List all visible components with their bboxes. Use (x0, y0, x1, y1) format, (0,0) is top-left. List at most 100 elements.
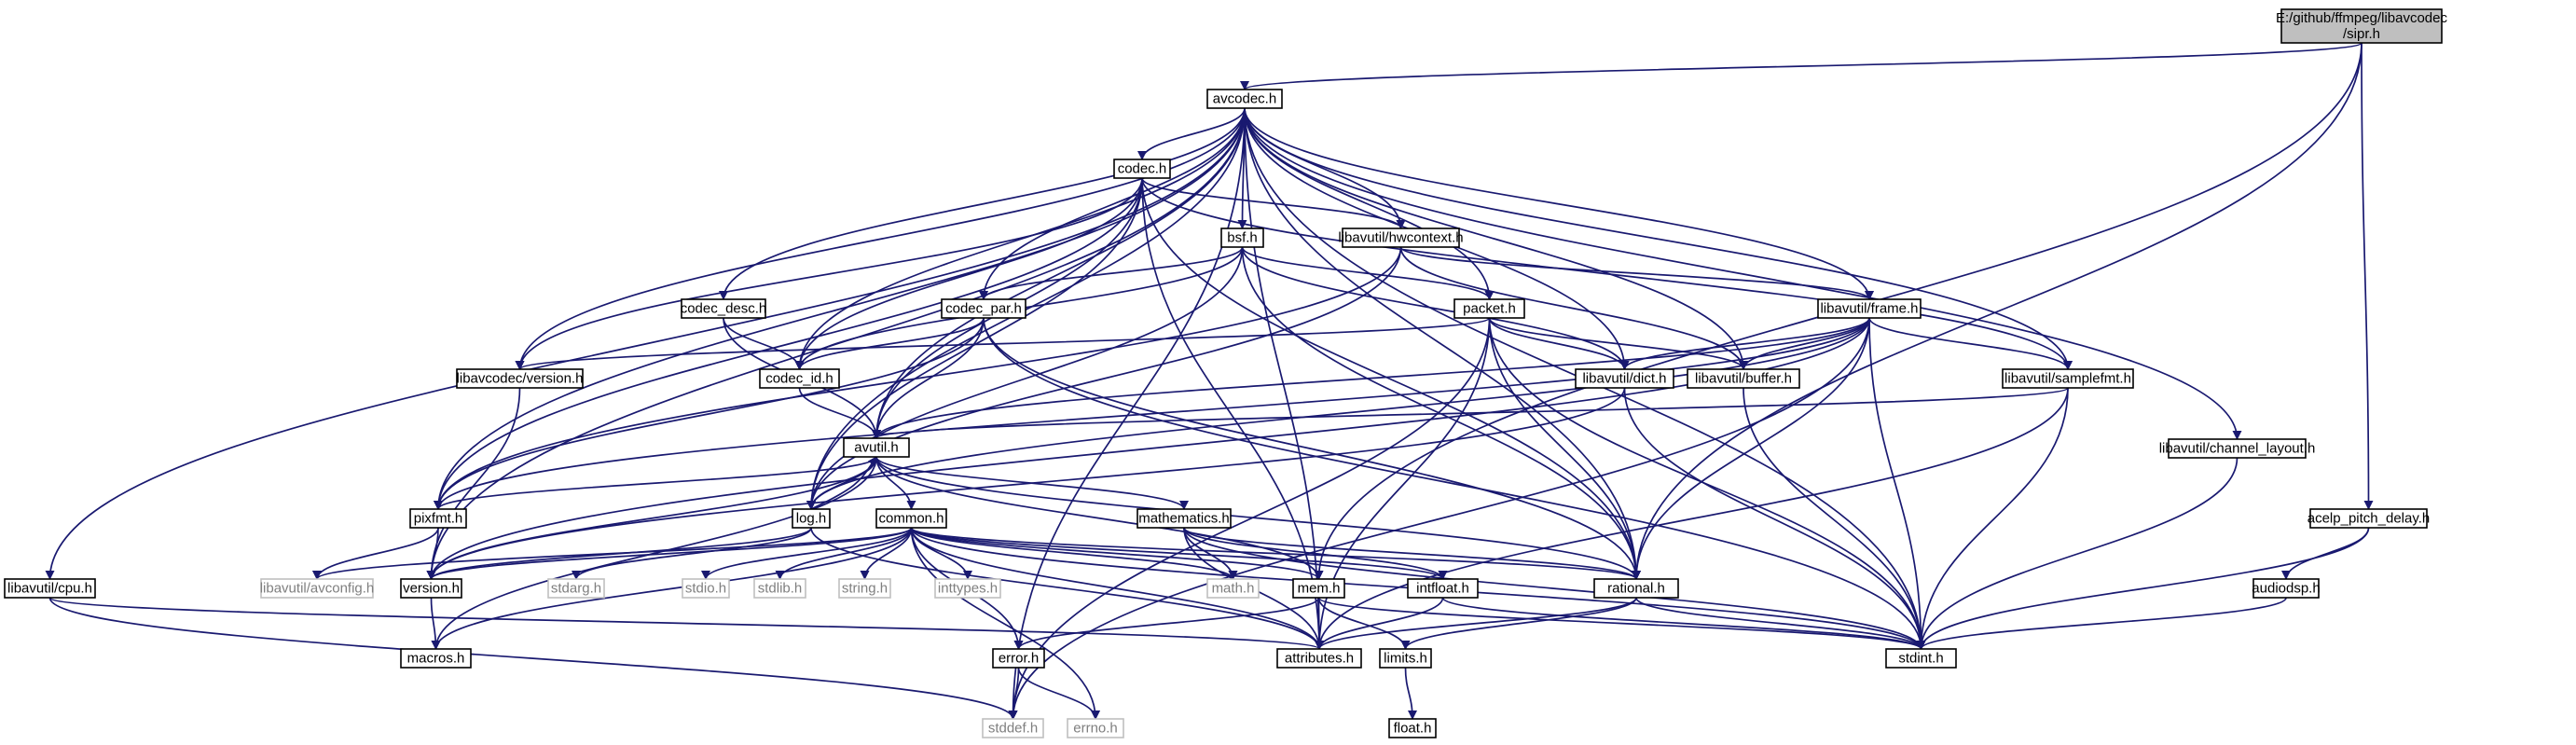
node-label: codec_par.h (945, 301, 1022, 317)
node-mathematics[interactable]: mathematics.h (1136, 508, 1232, 529)
edge-common-to-mem (910, 527, 1324, 580)
node-box (1342, 228, 1460, 248)
node-label: libavutil/avconfig.h (260, 581, 375, 597)
edge-acelp-to-stdint (1916, 527, 2370, 650)
node-channel-layout[interactable]: libavutil/channel_layout.h (2159, 438, 2316, 459)
node-errno: errno.h (1067, 718, 1124, 738)
edge-avcodec-to-lavu_cpu (45, 107, 1246, 580)
node-macros[interactable]: macros.h (400, 648, 472, 669)
node-box (1687, 368, 1800, 389)
edge-packet-to-attributes (1315, 317, 1491, 650)
node-buffer[interactable]: libavutil/buffer.h (1687, 368, 1800, 389)
edge-packet-to-rational (1488, 317, 1641, 580)
node-attributes[interactable]: attributes.h (1276, 648, 1362, 669)
edge-codec-to-rational (1141, 177, 1641, 580)
edge-hwcontext-to-buffer (1399, 246, 1748, 370)
node-packet[interactable]: packet.h (1453, 298, 1525, 319)
node-label: libavutil/frame.h (1820, 301, 1918, 317)
node-box (2002, 368, 2134, 389)
node-intfloat[interactable]: intfloat.h (1407, 578, 1479, 599)
node-log[interactable]: log.h (792, 508, 831, 529)
edge-rational-to-stdint (1635, 597, 1926, 650)
node-bsf[interactable]: bsf.h (1220, 228, 1264, 248)
node-codec-par[interactable]: codec_par.h (941, 298, 1026, 319)
node-label: packet.h (1463, 301, 1516, 317)
edge-limits-to-float (1404, 667, 1417, 720)
node-box (1575, 368, 1674, 389)
edge-mem-to-error (1013, 597, 1320, 650)
edge-avcodec-to-stddef (1008, 107, 1246, 720)
node-box (2309, 508, 2428, 529)
node-box (409, 508, 467, 529)
node-stdint[interactable]: stdint.h (1885, 648, 1957, 669)
node-lavc-version[interactable]: libavcodec/version.h (456, 368, 584, 389)
node-version[interactable]: version.h (400, 578, 462, 599)
node-stdlib: stdlib.h (753, 578, 806, 599)
node-frame[interactable]: libavutil/frame.h (1817, 298, 1922, 319)
edge-avutil-to-mathematics (875, 456, 1189, 510)
node-codec[interactable]: codec.h (1113, 159, 1171, 179)
node-box (1206, 89, 1283, 109)
node-box (260, 578, 374, 599)
edge-avcodec-to-lavc_version (515, 107, 1246, 370)
node-samplefmt[interactable]: libavutil/samplefmt.h (2002, 368, 2134, 389)
edge-mathematics-to-stdint (1183, 527, 1926, 650)
node-lavu-cpu[interactable]: libavutil/cpu.h (4, 578, 96, 599)
node-common[interactable]: common.h (875, 508, 947, 529)
node-label: codec.h (1118, 161, 1167, 177)
node-box (759, 368, 840, 389)
node-string: string.h (838, 578, 891, 599)
node-box (681, 298, 766, 319)
node-root[interactable]: E:/github/ffmpeg/libavcodec/sipr.h (2276, 8, 2448, 44)
edge-dict-to-stdint (1623, 387, 1926, 650)
edge-version-to-macros (430, 597, 441, 650)
node-avcodec[interactable]: avcodec.h (1206, 89, 1283, 109)
node-label: libavutil/cpu.h (7, 581, 92, 597)
node-error[interactable]: error.h (992, 648, 1045, 669)
node-label: stdio.h (685, 581, 726, 597)
node-label: libavutil/channel_layout.h (2159, 441, 2316, 457)
edge-log-to-stdarg (572, 527, 812, 580)
edge-codec-to-samplefmt (1141, 177, 2073, 370)
edge-codec-to-log (806, 177, 1143, 510)
node-codec-desc[interactable]: codec_desc.h (681, 298, 767, 319)
edge-log-to-avutil (810, 456, 877, 510)
edge-avcodec-to-codec_id (794, 107, 1246, 370)
node-stdarg: stdarg.h (547, 578, 605, 599)
edge-mathematics-to-rational (1183, 527, 1641, 580)
node-dict[interactable]: libavutil/dict.h (1575, 368, 1674, 389)
edge-mem-to-attributes (1314, 597, 1324, 650)
node-box (1206, 578, 1260, 599)
node-avutil[interactable]: avutil.h (843, 437, 910, 458)
edge-frame-to-log (806, 317, 1870, 510)
edge-codec_par-to-rational (983, 317, 1641, 580)
node-mem[interactable]: mem.h (1292, 578, 1345, 599)
node-stddef: stddef.h (982, 718, 1044, 738)
node-pixfmt[interactable]: pixfmt.h (409, 508, 467, 529)
node-label: log.h (796, 511, 827, 527)
node-box (1453, 298, 1525, 319)
node-box (400, 578, 462, 599)
node-hwcontext[interactable]: libavutil/hwcontext.h (1338, 228, 1464, 248)
node-inttypes: inttypes.h (934, 578, 1001, 599)
edge-packet-to-buffer (1488, 317, 1748, 370)
edge-codec-to-lavc_version (515, 177, 1143, 370)
node-label: error.h (999, 651, 1039, 667)
node-box (753, 578, 806, 599)
edge-rational-to-limits (1400, 597, 1637, 650)
node-label: stdint.h (1898, 651, 1943, 667)
edge-samplefmt-to-stdint (1916, 387, 2069, 650)
node-rational[interactable]: rational.h (1593, 578, 1679, 599)
node-acelp[interactable]: acelp_pitch_delay.h (2307, 508, 2430, 529)
node-limits[interactable]: limits.h (1379, 648, 1432, 669)
node-box (2280, 8, 2443, 44)
edge-avutil-to-pixfmt (434, 456, 877, 510)
edge-avcodec-to-log (806, 107, 1246, 510)
node-float[interactable]: float.h (1388, 718, 1437, 738)
edge-frame-to-version (426, 317, 1870, 580)
node-label: audiodsp.h (2252, 581, 2320, 597)
node-audiodsp[interactable]: audiodsp.h (2252, 578, 2321, 599)
node-codec-id[interactable]: codec_id.h (759, 368, 840, 389)
edge-codec-to-hwcontext (1141, 177, 1406, 229)
edge-samplefmt-to-avutil (872, 387, 2069, 439)
